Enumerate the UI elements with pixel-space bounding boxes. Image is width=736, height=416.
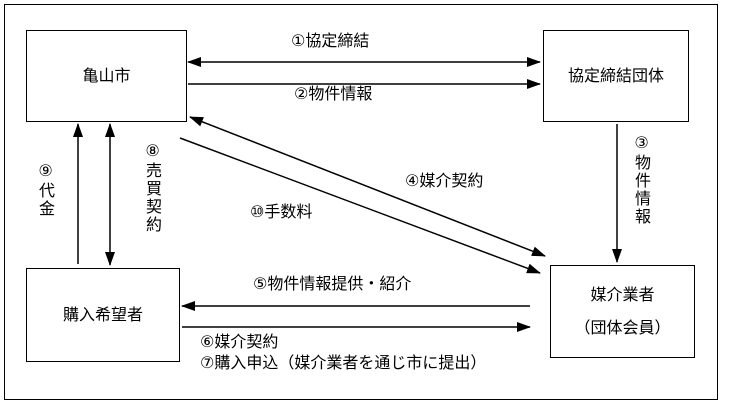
flow-label-payment: ⑨代金: [36, 161, 55, 218]
arrow-commission: [179, 137, 541, 274]
flow-label-property-info-to-org: ②物件情報: [294, 84, 373, 103]
flow-label-property-info-to-broker: ③物件情報: [632, 133, 651, 226]
city-box: 亀山市: [26, 30, 187, 122]
buyer-label: 購入希望者: [62, 305, 143, 324]
flow-label-brokerage-contract-city: ④媒介契約: [405, 171, 484, 190]
flow-label-agreement: ①協定締結: [291, 31, 370, 50]
flow-label-commission: ⑩手数料: [250, 202, 313, 221]
city-label: 亀山市: [82, 66, 131, 85]
flow-label-property-introduction: ⑤物件情報提供・紹介: [253, 274, 412, 293]
agreement-org-box: 協定締結団体: [543, 30, 689, 122]
broker-sub-label: （団体会員）: [574, 318, 671, 337]
buyer-box: 購入希望者: [26, 268, 180, 362]
diagram-frame: [4, 4, 718, 400]
arrow-brokerage-contract-city: [189, 116, 546, 257]
flow-label-brokerage-contract-buyer: ⑥媒介契約: [200, 332, 279, 351]
broker-box: 媒介業者 （団体会員）: [550, 265, 695, 358]
flow-label-purchase-application: ⑦購入申込（媒介業者を通じ市に提出）: [200, 353, 487, 372]
agreement-org-label: 協定締結団体: [567, 66, 664, 85]
flow-label-sales-contract: ⑧売買契約: [143, 141, 162, 234]
broker-label: 媒介業者: [590, 285, 655, 304]
